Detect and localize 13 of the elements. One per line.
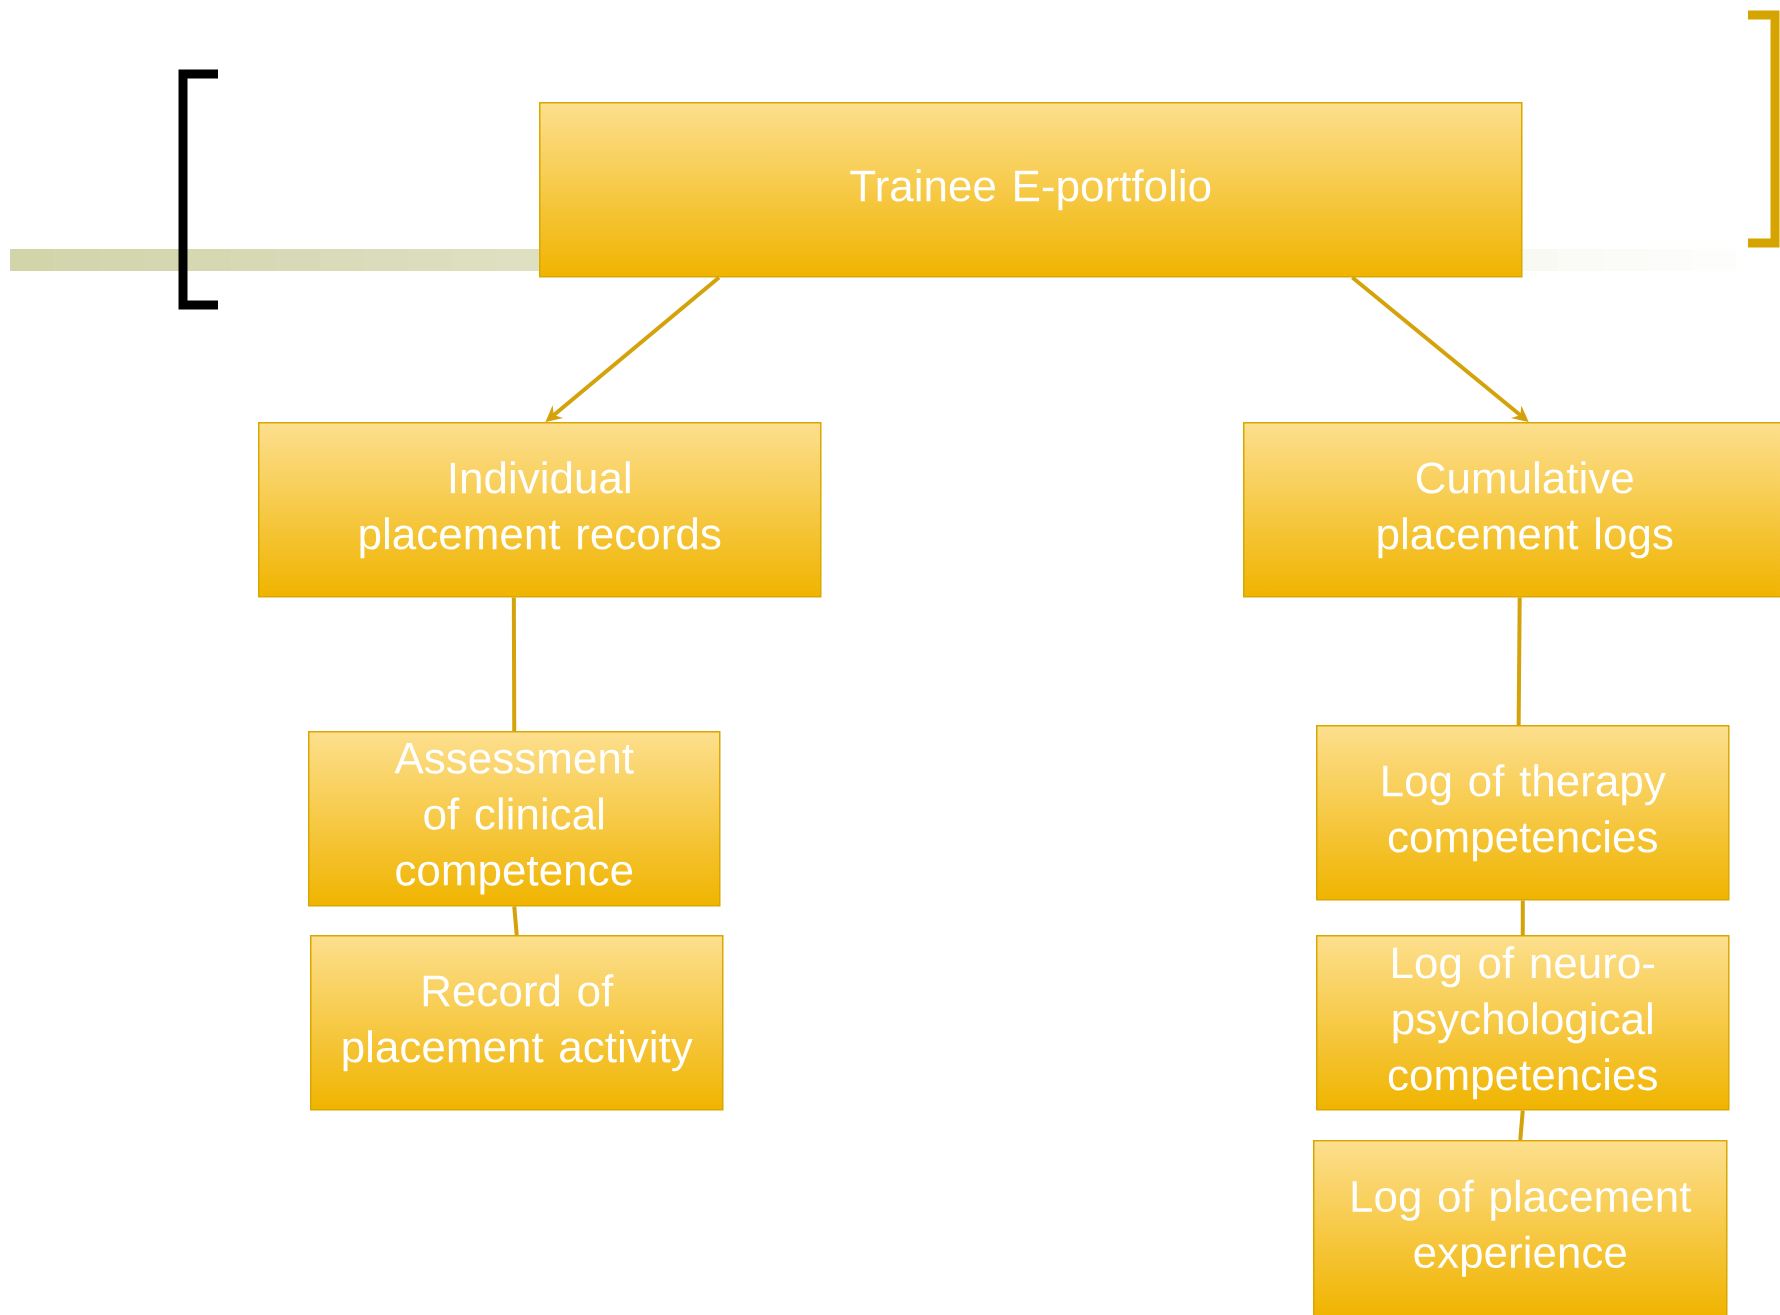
box: Individual placement records <box>258 422 822 598</box>
connector-line <box>511 597 517 731</box>
box: Log of placement experience <box>1313 1140 1728 1315</box>
connector-line <box>1516 597 1522 726</box>
connector-line <box>1518 1110 1525 1141</box>
connector-line <box>1520 900 1525 935</box>
box: Log of therapy competencies <box>1316 725 1730 901</box>
box: Record of placement activity <box>310 935 724 1111</box>
box: Cumulative placement logs <box>1243 422 1780 598</box>
box: Log of neuro-psychological competencies <box>1316 935 1730 1111</box>
box: Trainee E-portfolio <box>539 102 1523 278</box>
connector-line <box>512 906 519 936</box>
box: Assessment of clinical competence <box>308 731 721 907</box>
